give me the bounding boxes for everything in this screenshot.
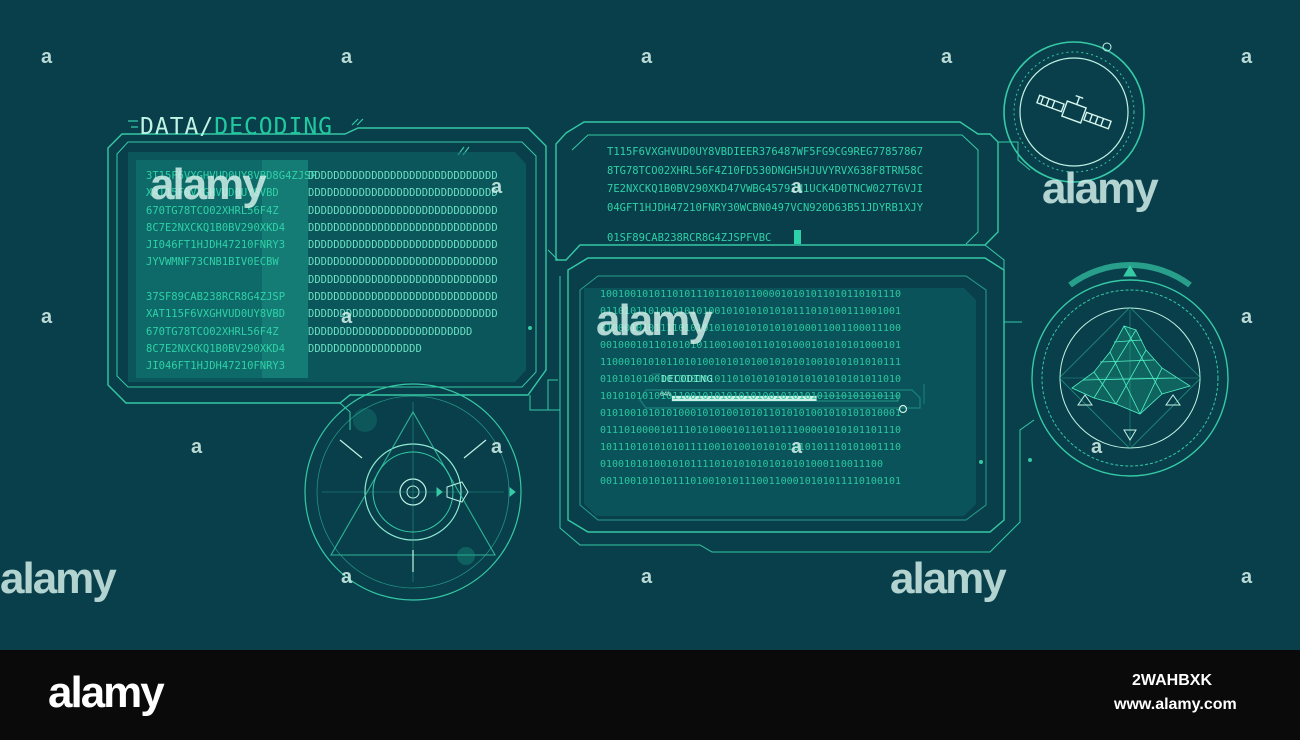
code-line: 0011001010101110100101011100110001010101…	[600, 476, 902, 487]
code-line: DDDDDDDDDDDDDDDDDDDDDDDDDDDDDD	[308, 273, 498, 286]
code-line: XAT115F6VXGHVUD0UY8VBD	[146, 308, 286, 321]
code-line: DDDDDDDDDDDDDDDDDDDDDDDDDDDDDD	[308, 187, 498, 200]
code-line: 04GFT1HJDH47210FNRY30WCBN0497VCN920D63B5…	[607, 201, 924, 214]
code-line: 1001001010110101110110101100001010101101…	[600, 289, 902, 300]
footer-brand-logo: alamy	[48, 668, 165, 717]
code-line: 1011101010101011110010100101010101010111…	[600, 442, 902, 453]
right-code-block: T115F6VXGHVUD0UY8VBDIEER376487WF5FG9CG9R…	[607, 143, 923, 217]
footer-image-id: 2WAHBXK	[1132, 672, 1213, 689]
code-line: 7E2NXCKQ1B0BV290XKD47VWBG45792N1UCK4D0TN…	[607, 183, 924, 195]
hud-frame-lines	[107, 41, 1229, 601]
code-line: 670TG78TCO02XHRL56F4Z	[146, 204, 279, 217]
code-line: DDDDDDDDDDDDDDDDDDDDDDDDDDDDDD	[308, 204, 498, 217]
terrain-mesh-icon	[1031, 262, 1229, 477]
code-line: DDDDDDDDDDDDDDDDDDDDDDDDDDDDDD	[308, 256, 498, 269]
code-line: 0101010100101010101011010101010101010101…	[600, 374, 902, 385]
code-line: JI046FT1HJDH47210FNRY3	[146, 239, 286, 252]
code-line: JYVWMNF73CNB1BIV0ECBW	[146, 256, 279, 269]
page-title: DATA/DECODING	[140, 114, 333, 140]
decoding-percent: 64%	[660, 391, 671, 398]
binary-stream: 1001001010110101110110101100001010101101…	[600, 286, 901, 490]
code-line: DDDDDDDDDDDDDDDDDDDDDDDDDD	[308, 325, 473, 338]
code-line: DDDDDDDDDDDDDDDDDDDDDDDDDDDDDD	[308, 239, 498, 252]
code-line: 8TG78TCO02XHRL56F4Z10FD530DNGH5HJUVYRVX6…	[607, 164, 924, 177]
code-line: 0110101101010101010010101010101011101010…	[600, 306, 902, 317]
right-code-last-line: 01SF89CAB238RCR8G4ZJSPFVBC	[607, 232, 772, 244]
code-line: 670TG78TCO02XHRL56F4Z	[146, 325, 279, 338]
code-line: DDDDDDDDDDDDDDDDDDDDDDDDDDDDDD	[308, 308, 498, 321]
code-line: DDDDDDDDDDDDDDDDDDDDDDDDDDDDDD	[308, 291, 498, 304]
code-line: T115F6VXGHVUD0UY8VBDIEER376487WF5FG9CG9R…	[607, 146, 924, 158]
code-line: DDDDDDDDDDDDDDDDDDDDDDDDDDDDDD	[308, 170, 498, 182]
targeting-reticle-icon	[304, 383, 522, 601]
code-line: 0010001011010101011001001011010100010101…	[600, 340, 902, 351]
code-line: 0100010101111010101010101010101010001100…	[600, 323, 902, 334]
title-prefix: DATA/	[140, 114, 215, 140]
code-line: XAT15F6VXGHVUD0UY8VBD	[146, 187, 279, 200]
code-line: 1010101010101100101010101010010101010101…	[600, 391, 902, 402]
code-line: DDDDDDDDDDDDDDDDDD	[308, 342, 422, 355]
satellite-icon	[1003, 41, 1145, 183]
decoding-progress-fill	[672, 396, 817, 401]
code-line: DDDDDDDDDDDDDDDDDDDDDDDDDDDDDD	[308, 221, 498, 234]
code-line: 8C7E2NXCKQ1B0BV290XKD4	[146, 221, 286, 234]
code-line: 37SF89CAB238RCR8G4ZJSP	[146, 291, 286, 304]
code-line: 3T15F6VXGHVUD0UY8VBD8G4ZJSP	[146, 170, 317, 182]
code-line: JI046FT1HJDH47210FNRY3	[146, 360, 286, 373]
left-code-block: 3T15F6VXGHVUD0UY8VBD8G4ZJSP XAT15F6VXGHVU…	[146, 168, 317, 376]
code-line: 0100101010010101111010101010101010100011…	[600, 459, 883, 470]
title-accent: DECODING	[214, 114, 334, 140]
code-line: 8C7E2NXCKQ1B0BV290XKD4	[146, 342, 286, 355]
code-line	[146, 272, 317, 289]
decoding-label: DECODING	[661, 374, 714, 385]
hud-canvas: DATA/DECODING 3T15F6VXGHVUD0UY8VBD8G4ZJS…	[0, 0, 1300, 650]
footer-bar	[0, 650, 1300, 740]
code-line: 0111010000101110101000101101101110000101…	[600, 425, 902, 436]
footer-url: www.alamy.com	[1114, 696, 1237, 713]
code-line: 0101001010101000101010010101101010100101…	[600, 408, 902, 419]
code-line: 1100010101011010100101010100101010100101…	[600, 357, 902, 368]
